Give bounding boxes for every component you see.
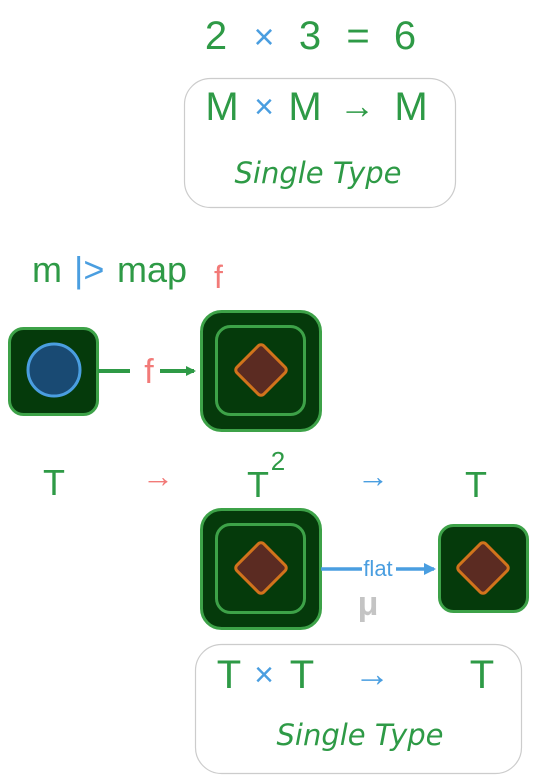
top-box-out: M (394, 85, 427, 129)
bottom-box-caption: Single Type (277, 718, 444, 752)
circle-value-icon (26, 342, 82, 398)
bottom-box-frame (194, 643, 523, 775)
equation-equals: = (346, 14, 369, 58)
nested-diamond-box-input (200, 508, 322, 630)
diamond-value-icon (456, 541, 510, 595)
type-row-arrow1: → (142, 458, 174, 494)
type-row-arrow2: → (357, 458, 389, 494)
flat-arrow: flat (321, 556, 436, 581)
top-box-right: M (288, 85, 321, 129)
map-expr-pipe: |> (74, 249, 104, 290)
top-box-times: × (254, 88, 274, 126)
map-expr-f: f (214, 259, 223, 295)
flattened-diamond-box (438, 524, 529, 613)
equation-result: 6 (394, 14, 416, 58)
bottom-box-left: T (217, 653, 241, 697)
top-box-arrow: → (339, 85, 375, 126)
top-single-type-box: M × M → M Single Type (183, 77, 457, 209)
type-row: T → T 2 → T (43, 446, 487, 505)
diamond-value-icon (234, 343, 288, 397)
type-row-t3: T (465, 464, 487, 505)
top-box-left: M (205, 85, 238, 129)
equation-times: × (253, 16, 274, 57)
bottom-box-right: T (290, 653, 314, 697)
equation-factor-a: 2 (205, 14, 227, 58)
bottom-box-times: × (254, 656, 274, 694)
map-arrow: f (98, 353, 196, 391)
bottom-single-type-box: T × T → T Single Type (194, 643, 523, 775)
map-expr-map: map (117, 249, 187, 290)
circle-value-box (8, 327, 99, 416)
type-row-t2-superscript: 2 (271, 446, 285, 476)
equation-factor-b: 3 (299, 14, 321, 58)
diamond-value-icon (234, 541, 288, 595)
flat-arrow-label: flat (363, 556, 392, 581)
top-box-caption: Single Type (235, 156, 402, 190)
header-equation: 2 × 3 = 6 (205, 14, 416, 58)
type-row-t1: T (43, 462, 65, 503)
map-expression: m |> map f (32, 249, 223, 295)
bottom-box-arrow: → (354, 653, 390, 694)
map-arrow-label: f (144, 353, 154, 391)
mu-label: μ (358, 585, 379, 623)
top-box-frame (183, 77, 457, 209)
map-expr-m: m (32, 249, 62, 290)
type-row-t2: T (247, 464, 269, 505)
bottom-box-out: T (470, 653, 494, 697)
nested-diamond-box-mapped (200, 310, 322, 432)
